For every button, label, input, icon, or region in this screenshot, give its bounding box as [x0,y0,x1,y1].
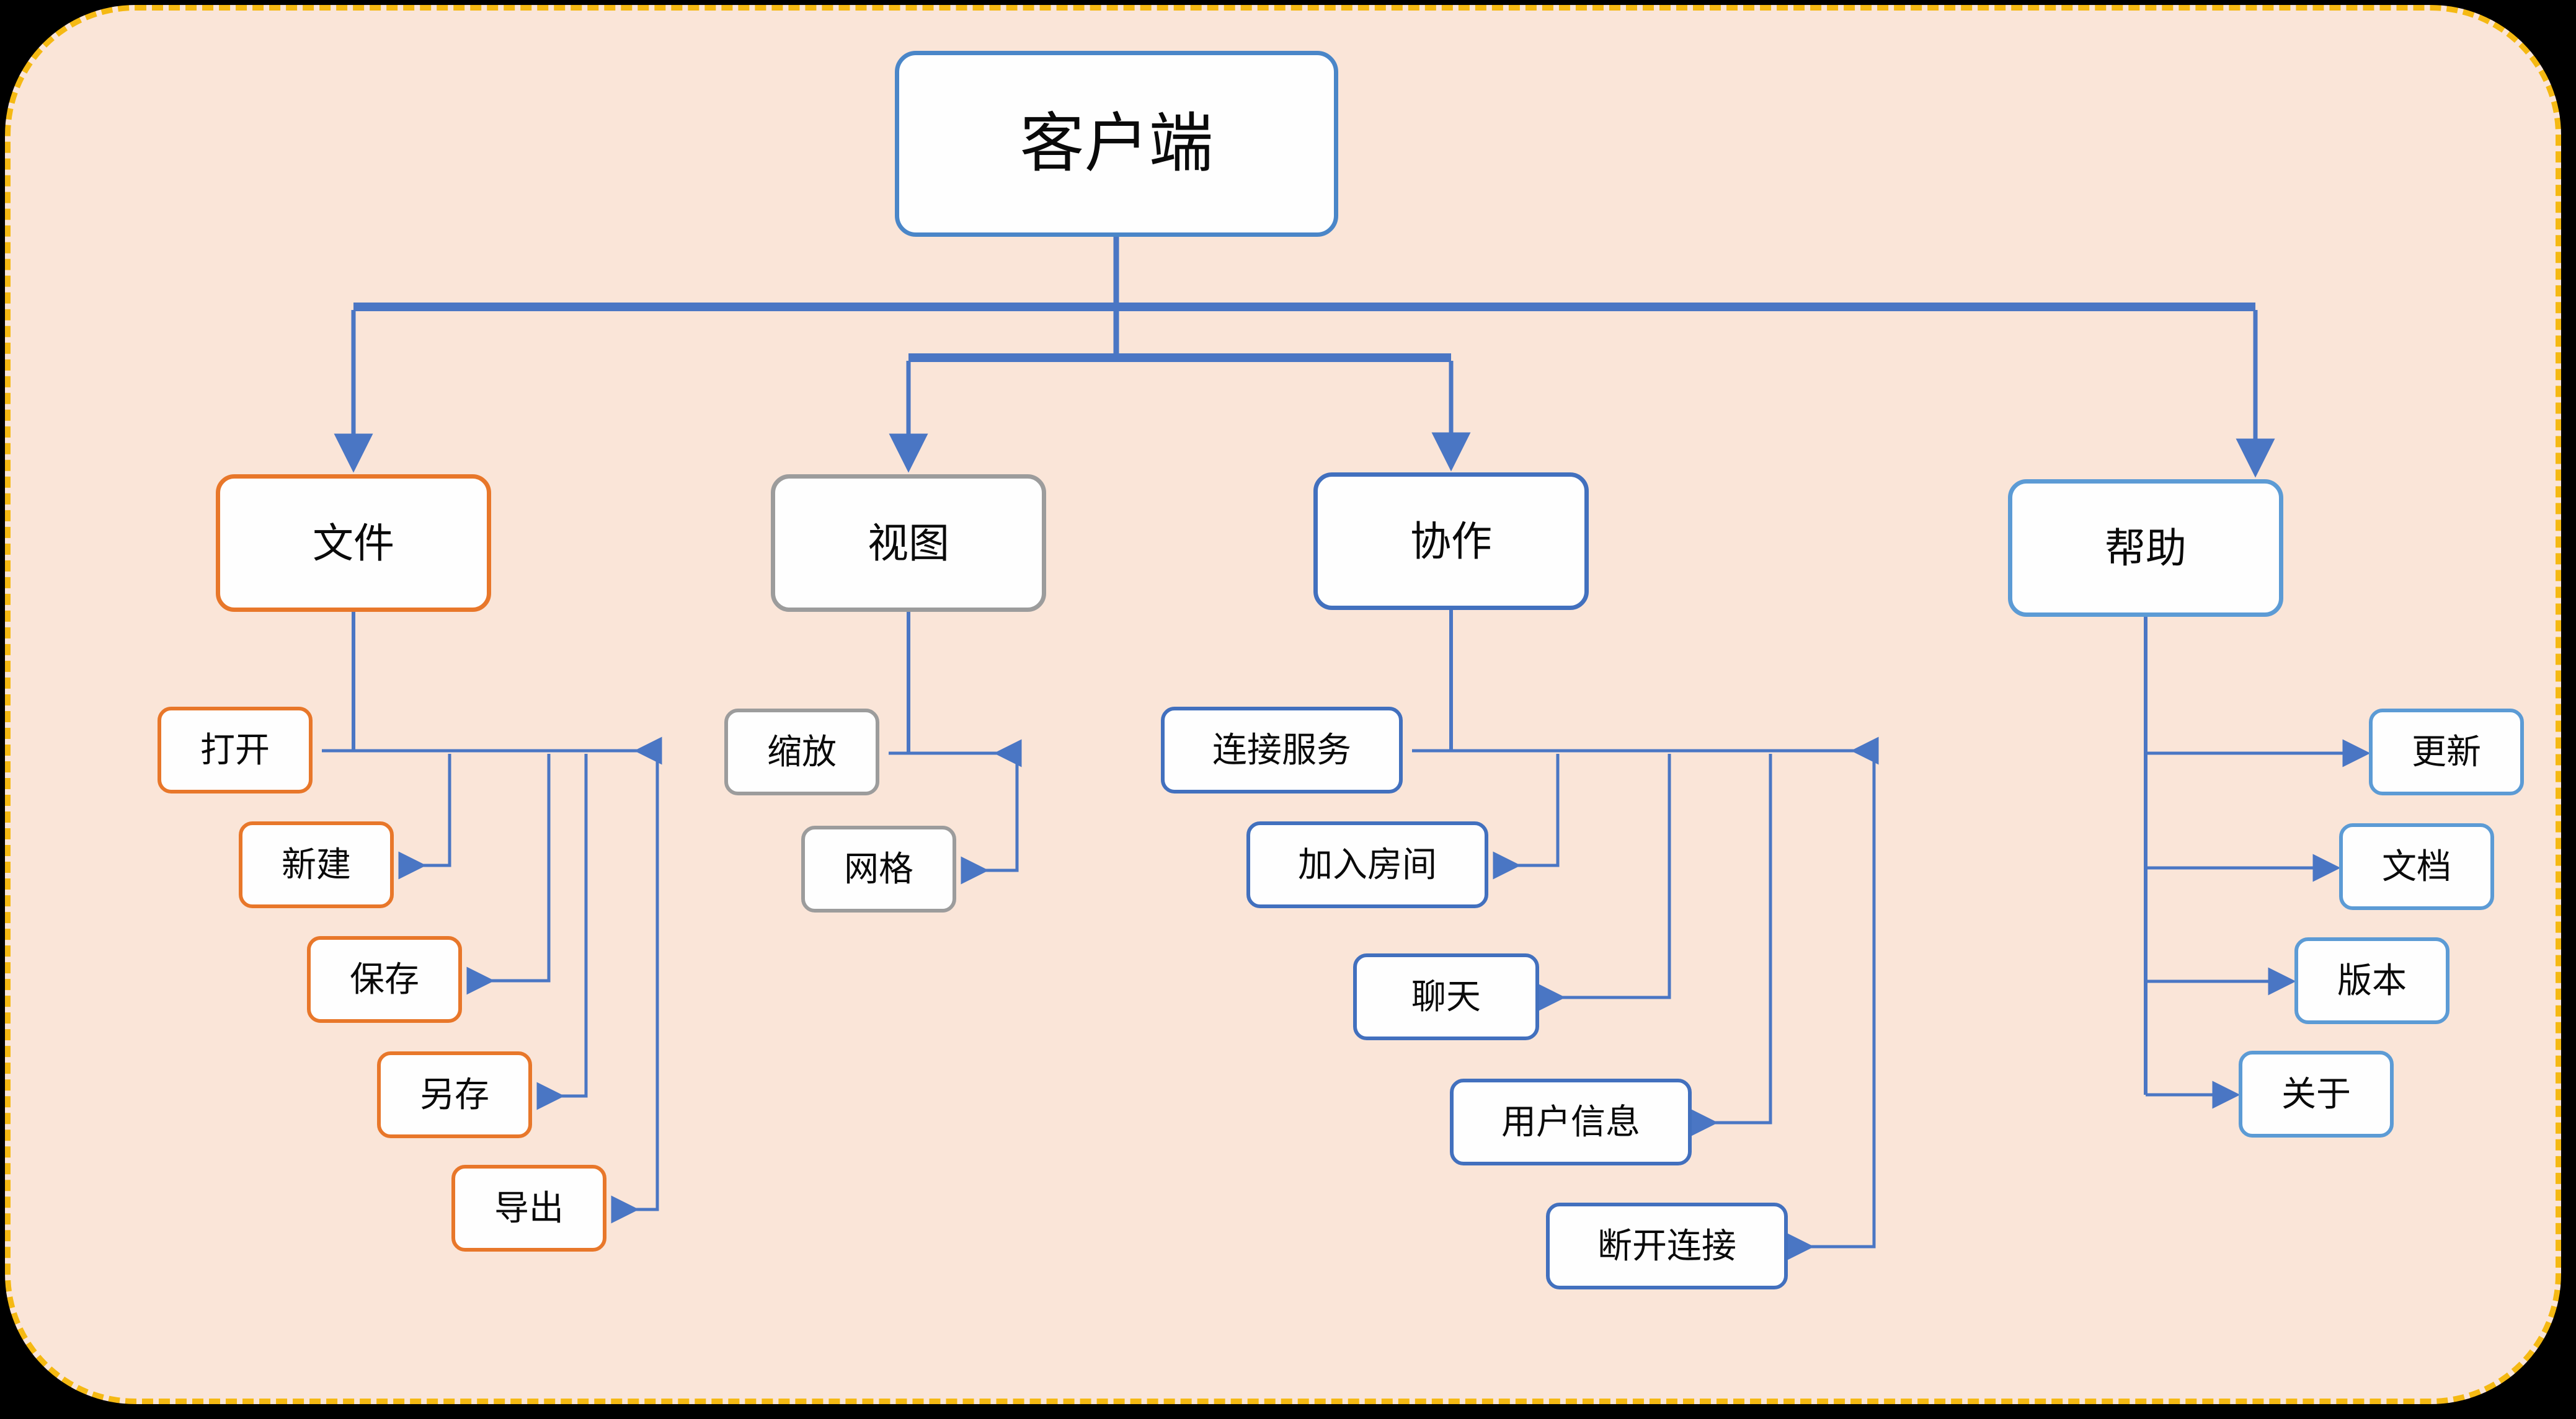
node-label: 导出 [494,1188,564,1227]
node-branch-file[interactable]: 文件 [216,474,491,612]
node-label: 版本 [2337,961,2407,1000]
node-leaf-collab-3[interactable]: 用户信息 [1450,1079,1692,1165]
node-label: 协作 [1410,518,1492,564]
node-label: 关于 [2281,1074,2351,1113]
node-label: 文件 [313,520,394,566]
node-label: 视图 [868,520,949,566]
node-leaf-view-1[interactable]: 网格 [801,826,956,913]
node-leaf-collab-4[interactable]: 断开连接 [1546,1203,1788,1289]
node-label: 缩放 [767,732,837,771]
node-label: 加入房间 [1298,845,1437,884]
node-label: 网格 [844,849,913,888]
node-label: 新建 [282,845,351,884]
diagram-frame [5,5,2561,1404]
node-leaf-help-2[interactable]: 版本 [2294,937,2449,1024]
node-leaf-file-4[interactable]: 导出 [451,1165,606,1252]
node-label: 用户信息 [1501,1102,1640,1141]
node-branch-collab[interactable]: 协作 [1313,472,1589,610]
node-leaf-file-0[interactable]: 打开 [158,707,313,793]
node-leaf-file-3[interactable]: 另存 [377,1051,532,1138]
node-label: 连接服务 [1212,730,1351,769]
node-label: 更新 [2412,732,2481,771]
node-leaf-file-2[interactable]: 保存 [307,936,462,1023]
node-leaf-help-3[interactable]: 关于 [2239,1051,2394,1138]
node-label: 文档 [2382,847,2451,886]
node-label: 帮助 [2105,525,2187,571]
node-leaf-view-0[interactable]: 缩放 [724,709,879,795]
node-branch-view[interactable]: 视图 [771,474,1046,612]
node-leaf-help-1[interactable]: 文档 [2339,823,2494,910]
node-label: 聊天 [1411,977,1481,1016]
node-label: 客户端 [1019,108,1214,180]
node-label: 另存 [420,1075,489,1114]
node-label: 保存 [350,960,419,999]
node-root-client[interactable]: 客户端 [895,51,1338,237]
node-label: 断开连接 [1597,1226,1736,1265]
node-label: 打开 [200,730,270,769]
node-branch-help[interactable]: 帮助 [2008,479,2283,617]
node-leaf-file-1[interactable]: 新建 [239,821,394,908]
node-leaf-help-0[interactable]: 更新 [2369,709,2524,795]
node-leaf-collab-1[interactable]: 加入房间 [1246,821,1488,908]
node-leaf-collab-2[interactable]: 聊天 [1353,953,1539,1040]
node-leaf-collab-0[interactable]: 连接服务 [1161,707,1403,793]
